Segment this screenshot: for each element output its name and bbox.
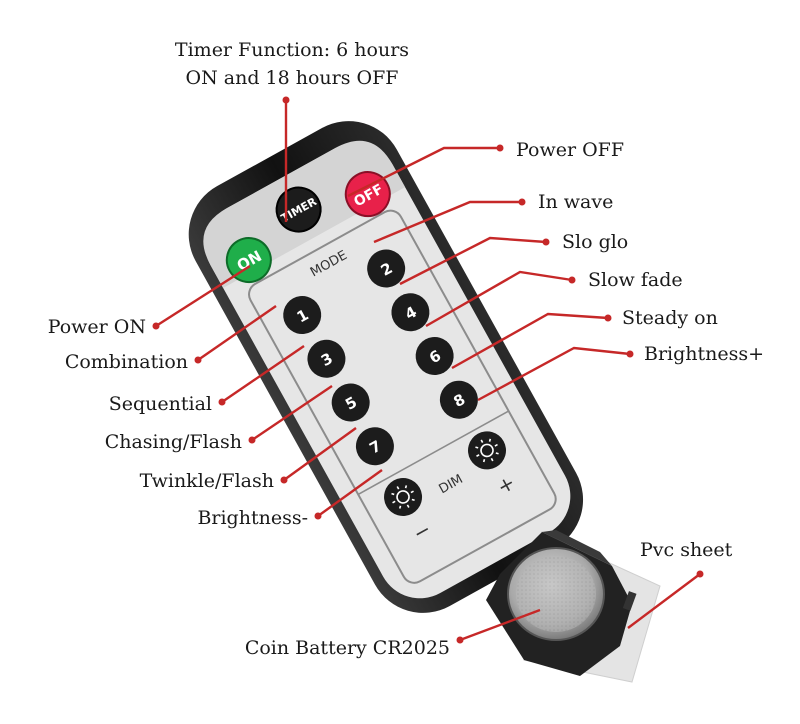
leader-steady-on <box>451 312 609 370</box>
leader-pvc-sheet-dot <box>696 570 704 578</box>
leader-sequential <box>221 345 305 403</box>
mode-button-6[interactable]: 6 <box>409 330 461 382</box>
leader-slow-fade-dot <box>568 276 576 284</box>
leader-lines <box>152 96 704 644</box>
remote-face <box>205 142 571 599</box>
remote-control: ON TIMER OFF MODE 1 2 3 4 <box>188 121 584 613</box>
leader-power-off-dot <box>496 144 504 152</box>
leader-timer-dot <box>282 96 290 104</box>
leader-coin-battery <box>459 608 541 642</box>
callout-brightness-minus: Brightness- <box>197 507 308 529</box>
callout-coin-battery: Coin Battery CR2025 <box>245 637 450 659</box>
on-button[interactable]: ON <box>219 230 279 290</box>
leader-brightness-minus-dot <box>314 512 322 520</box>
leader-steady-on-dot <box>604 314 612 322</box>
callout-power-on: Power ON <box>48 316 146 338</box>
mode-button-8[interactable]: 8 <box>433 374 485 426</box>
leader-twinkle-flash <box>283 427 357 481</box>
callout-twinkle-flash: Twinkle/Flash <box>140 470 274 492</box>
leader-brightness-minus <box>317 469 383 517</box>
callout-timer-line1: Timer Function: 6 hours <box>175 39 409 61</box>
callout-slow-fade: Slow fade <box>588 269 683 291</box>
leader-twinkle-flash-dot <box>280 476 288 484</box>
leader-sequential-dot <box>218 398 226 406</box>
leader-coin-battery-dot <box>456 636 464 644</box>
leader-combination-dot <box>194 356 202 364</box>
leader-combination <box>197 305 277 361</box>
sun-icon <box>475 438 499 463</box>
leader-slo-glo <box>399 236 547 286</box>
leader-chasing-flash <box>251 385 333 441</box>
callout-pvc-sheet: Pvc sheet <box>640 539 733 561</box>
callout-chasing-flash: Chasing/Flash <box>105 431 242 453</box>
mode-button-1[interactable]: 1 <box>276 289 328 341</box>
mode-button-2[interactable]: 2 <box>360 243 412 295</box>
callout-sequential: Sequential <box>109 393 212 415</box>
callout-combination: Combination <box>65 351 188 373</box>
coin-face <box>516 556 596 632</box>
leader-power-off <box>347 146 500 198</box>
mode-button-3[interactable]: 3 <box>301 333 353 385</box>
callout-timer-line2: ON and 18 hours OFF <box>186 67 399 89</box>
callout-brightness-plus: Brightness+ <box>644 343 764 365</box>
brightness-up-button[interactable] <box>461 425 513 477</box>
sun-icon <box>391 485 415 509</box>
mode-button-4[interactable]: 4 <box>385 286 437 338</box>
leader-brightness-plus-dot <box>626 350 634 358</box>
tray-edge <box>542 530 612 566</box>
leader-power-on <box>155 264 251 328</box>
callout-in-wave: In wave <box>538 191 613 213</box>
callout-labels: Timer Function: 6 hours ON and 18 hours … <box>48 39 764 659</box>
leader-chasing-flash-dot <box>248 436 256 444</box>
leader-power-on-dot <box>152 322 160 330</box>
callout-slo-glo: Slo glo <box>562 231 628 253</box>
off-button[interactable]: OFF <box>338 164 398 224</box>
mode-button-7[interactable]: 7 <box>349 420 401 472</box>
callout-steady-on: Steady on <box>622 307 718 329</box>
callout-power-off: Power OFF <box>516 139 624 161</box>
leader-slow-fade <box>425 270 573 328</box>
battery-holder <box>486 530 661 683</box>
leader-brightness-plus <box>477 346 631 402</box>
leader-in-wave <box>373 200 522 244</box>
leader-slo-glo-dot <box>542 238 550 246</box>
tray-clip <box>622 591 637 611</box>
brightness-down-button[interactable] <box>377 471 429 523</box>
panel-divider <box>357 410 509 496</box>
mode-button-5[interactable]: 5 <box>325 377 377 429</box>
leader-in-wave-dot <box>518 198 526 206</box>
remote-panel <box>248 209 557 584</box>
leader-pvc-sheet <box>627 573 701 629</box>
